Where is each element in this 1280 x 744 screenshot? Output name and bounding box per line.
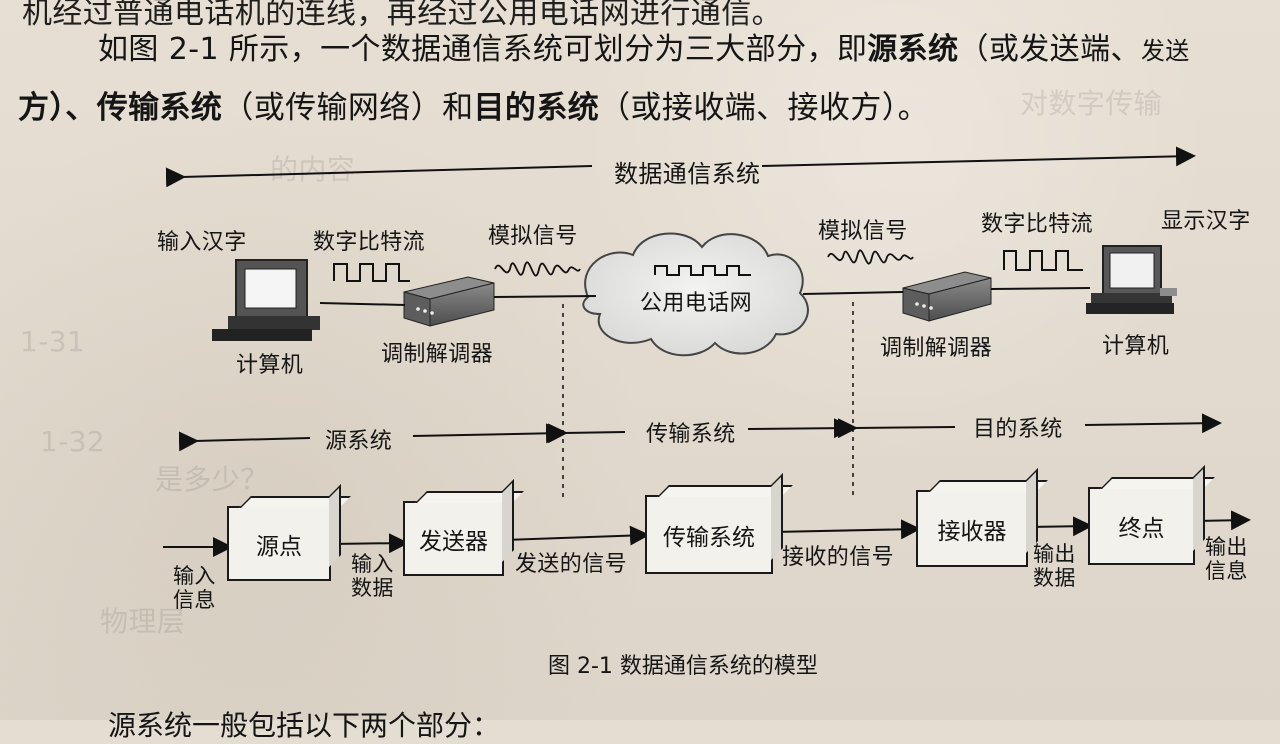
computer-right-icon [1086,245,1177,314]
figure-caption: 图 2-1 数据通信系统的模型 [548,654,818,679]
transmission-span-left [547,423,626,444]
intro-line-2-normal-2: （或接收端、接收方）。 [599,90,930,126]
source-system-label: 源系统 [325,429,393,454]
background-ghost-text: 1-32 [40,425,106,458]
background-ghost-text: 1-31 [20,325,86,358]
link-computer-modem-left [319,302,406,306]
transmission-box-label: 传输系统 [663,524,755,551]
cloud-icon [582,232,809,357]
transmitter-box-label: 发送器 [419,528,488,555]
analog-signal-right-label: 模拟信号 [818,219,908,244]
link-cloud-modem-right [802,291,904,295]
intro-line-2-bold-1: 方）、传输系统 [18,90,223,126]
receiver-box: 接收器 [916,490,1028,567]
sent-signal-label: 发送的信号 [515,552,628,577]
computer-right-label: 计算机 [1102,334,1170,359]
destination-box: 终点 [1088,487,1195,565]
digital-stream-left-label: 数字比特流 [313,230,426,255]
analog-signal-left-label: 模拟信号 [488,224,578,249]
arrow-transmitter-to-transmission [504,525,650,546]
intro-line-1: 如图 2-1 所示，一个数据通信系统可划分为三大部分，即源系统（或发送端、发送 [98,24,1190,68]
analog-wave-left-icon [494,261,581,277]
modem-left-label: 调制解调器 [381,342,494,367]
arrow-receiver-to-destination [1027,516,1093,537]
top-span-arrow-right [761,146,1196,167]
digital-stream-right-label: 数字比特流 [981,212,1094,237]
transmission-box: 传输系统 [645,495,773,574]
background-ghost-text: 是多少？ [155,463,269,496]
input-info-label: 输入 信息 [173,564,216,612]
source-span-left [178,431,311,452]
bitstream-right-icon [1003,250,1083,271]
input-data-label: 输入 数据 [351,552,394,600]
receiver-box-label: 接收器 [937,518,1007,545]
output-info-label: 输出 信息 [1205,535,1248,583]
transmission-system-label: 传输系统 [646,422,736,447]
analog-wave-right-icon [827,249,914,265]
intro-line-1-normal-1: 如图 2-1 所示，一个数据通信系统可划分为三大部分，即 [98,32,868,67]
display-chinese-label: 显示汉字 [1161,209,1251,234]
destination-span-right [1084,413,1222,434]
top-system-label: 数据通信系统 [614,160,761,188]
link-modem-cloud-left [493,295,597,298]
arrow-transmission-to-receiver [772,519,921,540]
modem-right-icon [902,271,992,322]
modem-right-label: 调制解调器 [880,336,993,361]
data-communication-diagram [163,146,1251,557]
modem-left-icon [403,276,495,327]
top-span-arrow-left [165,165,593,188]
bottom-cut-text: 源系统一般包括以下两个部分： [108,709,501,742]
destination-system-label: 目的系统 [973,417,1063,442]
received-signal-label: 接收的信号 [782,545,895,570]
destination-span-left [837,418,956,439]
source-span-right [412,423,566,444]
transmission-span-right [747,418,854,439]
top-cut-text: 机经过普通电话机的连线，再经过公用电话网进行通信。 [22,0,782,31]
source-box-label: 源点 [256,533,302,560]
transmitter-box: 发送器 [403,501,504,576]
intro-line-2-normal-1: （或传输网络）和 [222,90,474,126]
intro-line-1-bold-1: 源系统 [867,32,959,67]
input-chinese-label: 输入汉字 [157,230,247,255]
background-ghost-text: 的内容 [270,153,356,186]
background-ghost-text: 对数字传输 [1020,87,1163,120]
intro-line-1-tail: 发送 [1140,37,1190,65]
intro-line-2: 方）、传输系统（或传输网络）和目的系统（或接收端、接收方）。 [18,82,929,127]
output-data-label: 输出 数据 [1033,542,1076,590]
bitstream-left-icon [333,263,410,282]
cloud-bitstream-icon [654,265,751,276]
computer-left-icon [212,259,320,341]
intro-line-1-normal-2: （或发送端、 [958,32,1141,67]
destination-box-label: 终点 [1118,516,1165,542]
cloud-label: 公用电话网 [640,291,753,316]
source-box: 源点 [227,506,331,581]
arrow-source-to-transmitter [330,533,409,554]
background-ghost-text: 物理层 [100,605,186,638]
link-modem-computer-right [990,287,1091,290]
computer-left-label: 计算机 [236,353,304,378]
intro-line-2-bold-2: 目的系统 [473,90,600,126]
book-page: 对数字传输 的内容 1-31 1-32 是多少？ 物理层 机经过普通电话机的连线… [0,0,1280,720]
